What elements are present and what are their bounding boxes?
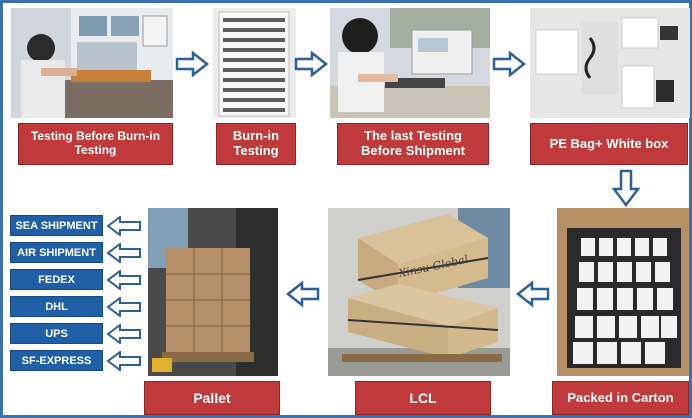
pallet-photo [148,208,278,376]
step-label-last-testing: The last Testing Before Shipment [337,123,489,165]
left-arrow-icon [286,281,320,307]
left-arrow-icon [106,324,141,344]
step-label-burn-in-testing: Burn-in Testing [216,123,296,165]
left-arrow-icon [106,243,141,263]
step-label-lcl: LCL [355,381,491,415]
right-arrow-icon [492,51,526,77]
shipping-method-ups: UPS [10,323,103,344]
left-arrow-icon [106,270,141,290]
left-arrow-icon [106,216,141,236]
step-label-pallet: Pallet [144,381,280,415]
testing-station-photo [11,8,173,118]
left-arrow-icon [106,297,141,317]
shipping-method-dhl: DHL [10,296,103,317]
lcl-boxes-photo: Xinsu Global [328,208,510,376]
burn-in-rack-photo [213,8,296,118]
right-arrow-icon [294,51,328,77]
step-label-pe-bag-white-box: PE Bag+ White box [530,123,688,165]
shipping-method-sf-express: SF-EXPRESS [10,350,103,371]
packaging-photo [530,8,690,118]
carton-photo [557,208,689,376]
step-label-packed-in-carton: Packed in Carton [552,381,689,415]
left-arrow-icon [516,281,550,307]
shipping-method-air: AIR SHIPMENT [10,242,103,263]
step-label-testing-before-burn-in: Testing Before Burn-in Testing [18,123,173,165]
shipping-method-fedex: FEDEX [10,269,103,290]
left-arrow-icon [106,351,141,371]
final-testing-photo [330,8,490,118]
right-arrow-icon [175,51,209,77]
shipping-method-sea: SEA SHIPMENT [10,215,103,236]
down-arrow-icon [612,169,640,207]
